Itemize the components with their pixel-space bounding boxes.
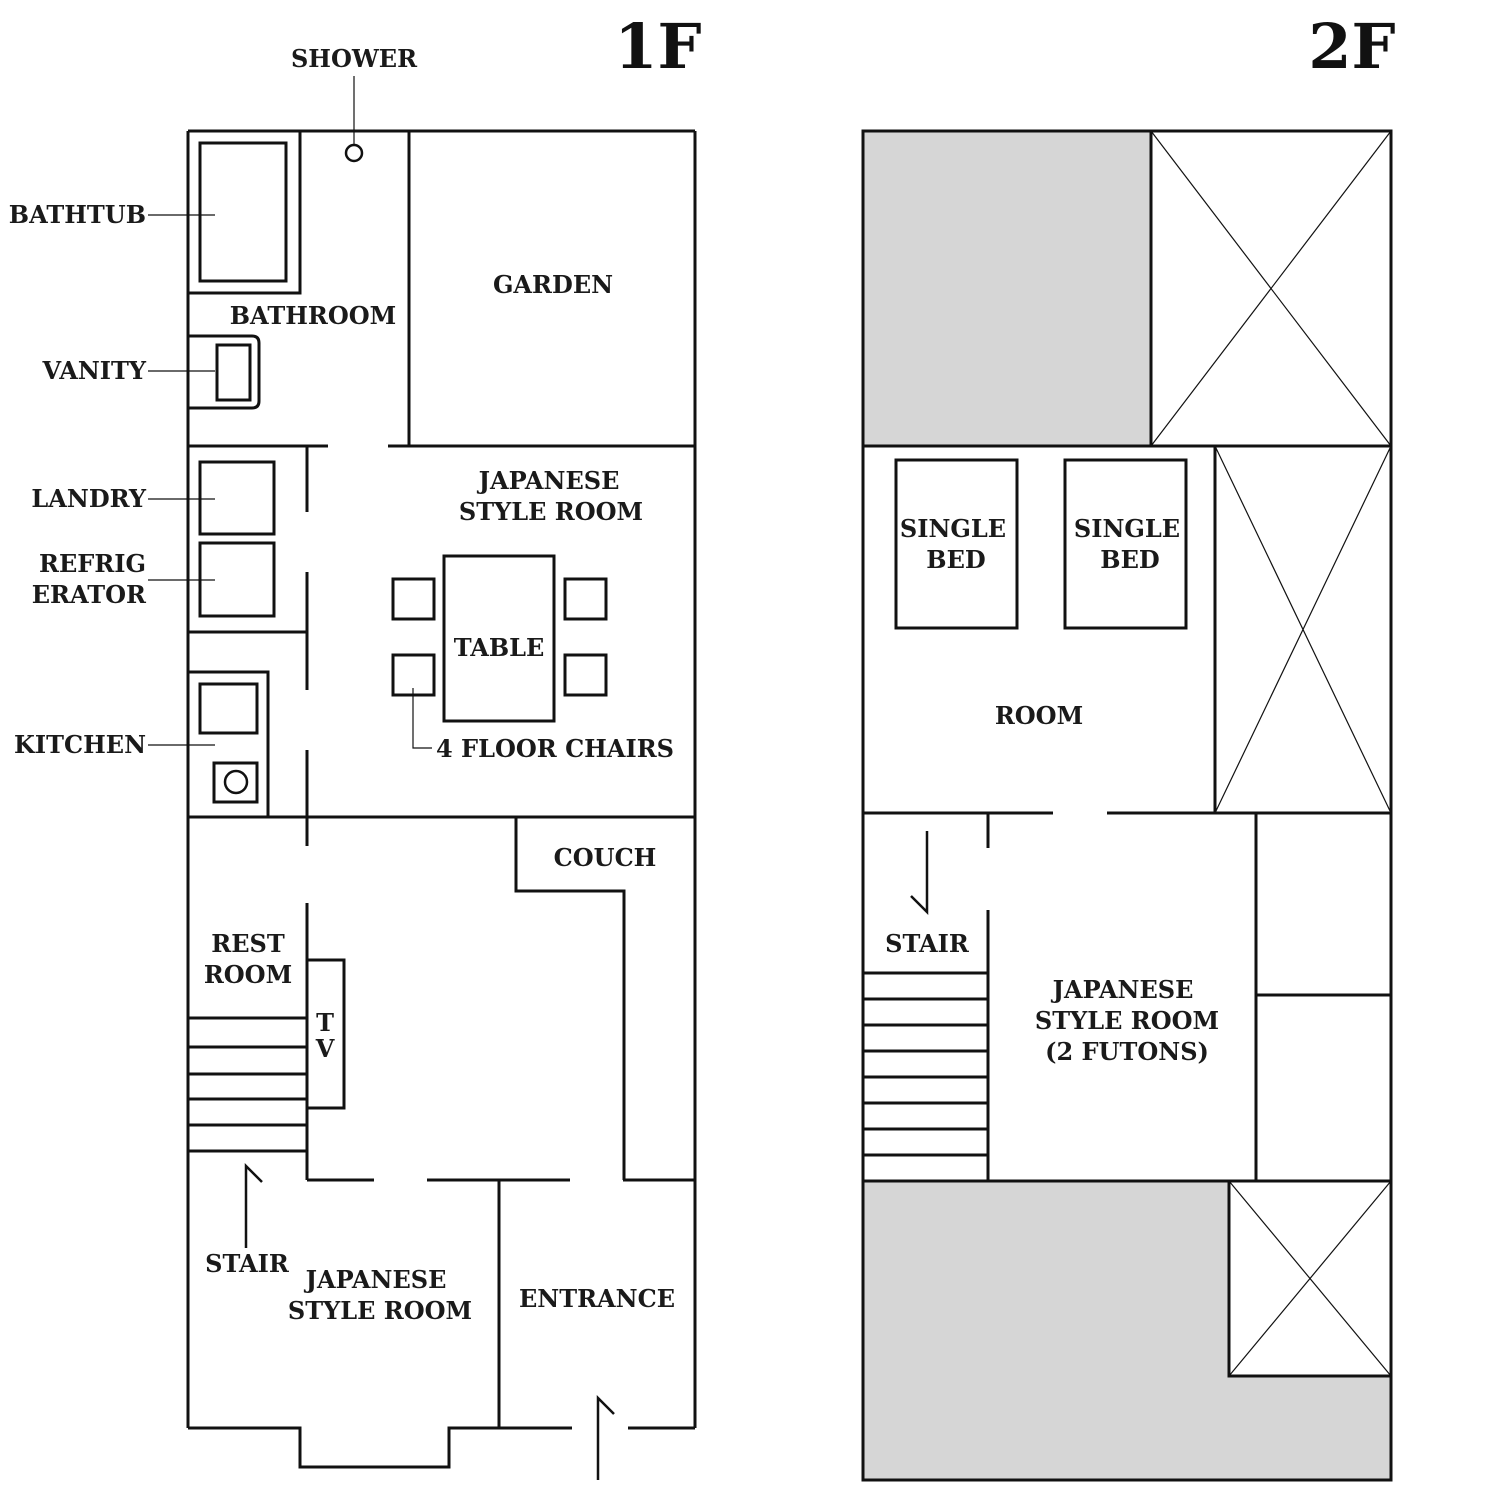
floor-1-labels: SHOWER BATHTUB BATHROOM VANITY GARDEN LA… <box>9 44 675 1325</box>
tv-label-line-1: T <box>316 1008 334 1037</box>
japanese-room-2-label-line-2: STYLE ROOM <box>288 1296 472 1325</box>
room-label: ROOM <box>995 701 1083 730</box>
vanity-label: VANITY <box>41 356 146 385</box>
japanese-room-label-line-1: JAPANESE <box>477 466 620 495</box>
tv-fixture <box>305 958 346 1110</box>
table-label: TABLE <box>454 633 545 662</box>
roof-area-bottom <box>863 1181 1391 1480</box>
floor-chair <box>563 653 608 697</box>
table-fixture <box>442 554 556 723</box>
floor-chair <box>391 577 436 621</box>
floor-1-outer-walls <box>186 129 697 1469</box>
japanese-room-2f-label-line-3: (2 FUTONS) <box>1045 1037 1209 1066</box>
single-bed-2-label-line-1: SINGLE <box>1074 514 1180 543</box>
entry-arrow-icon <box>596 1394 615 1480</box>
japanese-room-2f-label-line-2: STYLE ROOM <box>1035 1006 1219 1035</box>
stair-label-2f: STAIR <box>885 929 970 958</box>
kitchen-stove <box>212 761 259 804</box>
garden-label: GARDEN <box>493 270 613 299</box>
couch-label: COUCH <box>554 843 657 872</box>
floor-2-stair-treads <box>863 971 988 1157</box>
kitchen-label: KITCHEN <box>14 730 146 759</box>
single-bed-1 <box>894 458 1019 630</box>
single-bed-1-label-line-1: SINGLE <box>900 514 1006 543</box>
vanity-counter <box>188 334 261 410</box>
japanese-room-label-line-2: STYLE ROOM <box>459 497 643 526</box>
shower-head <box>344 143 364 163</box>
rest-room-label-line-1: REST <box>211 929 285 958</box>
floor-1-partitions <box>188 131 695 1428</box>
floor-2-walls <box>861 129 1393 1482</box>
laundry-machine <box>198 460 276 536</box>
floor-1-plan: 1F <box>9 10 702 1480</box>
bathtub-fixture <box>198 141 288 283</box>
single-bed-1-label-line-2: BED <box>926 545 985 574</box>
floor-2-plan: 2F <box>861 10 1396 1482</box>
japanese-room-2-label-line-1: JAPANESE <box>304 1265 447 1294</box>
stair-label-1f: STAIR <box>205 1249 290 1278</box>
single-bed-2 <box>1063 458 1188 630</box>
stair-up-arrow-icon <box>244 1162 263 1248</box>
japanese-room-2f-label-line-1: JAPANESE <box>1051 975 1194 1004</box>
stair-down-arrow-icon <box>910 831 929 916</box>
floor-chair <box>563 577 608 621</box>
single-bed-2-label-line-2: BED <box>1100 545 1159 574</box>
floor-1-title: 1F <box>614 10 701 83</box>
rest-room-label-line-2: ROOM <box>204 960 292 989</box>
entrance-label: ENTRANCE <box>519 1284 675 1313</box>
refrigerator-label-line-2: ERATOR <box>32 580 147 609</box>
floor-2-labels: SINGLE BED SINGLE BED ROOM STAIR JAPANES… <box>885 514 1219 1066</box>
bathroom-label: BATHROOM <box>230 301 396 330</box>
tv-label-line-2: V <box>315 1034 335 1063</box>
bathtub-label: BATHTUB <box>9 200 146 229</box>
roof-area-top <box>863 131 1151 446</box>
floor-1-stair-treads <box>188 1016 307 1127</box>
floor-2-title: 2F <box>1308 10 1395 83</box>
floor-1-leader-lines <box>148 214 215 746</box>
kitchen-sink <box>198 682 259 735</box>
landry-label: LANDRY <box>31 484 146 513</box>
refrigerator-label-line-1: REFRIG <box>39 549 146 578</box>
shower-label: SHOWER <box>291 44 418 73</box>
vanity-sink <box>215 343 252 402</box>
floor-chairs-label: 4 FLOOR CHAIRS <box>436 734 674 763</box>
